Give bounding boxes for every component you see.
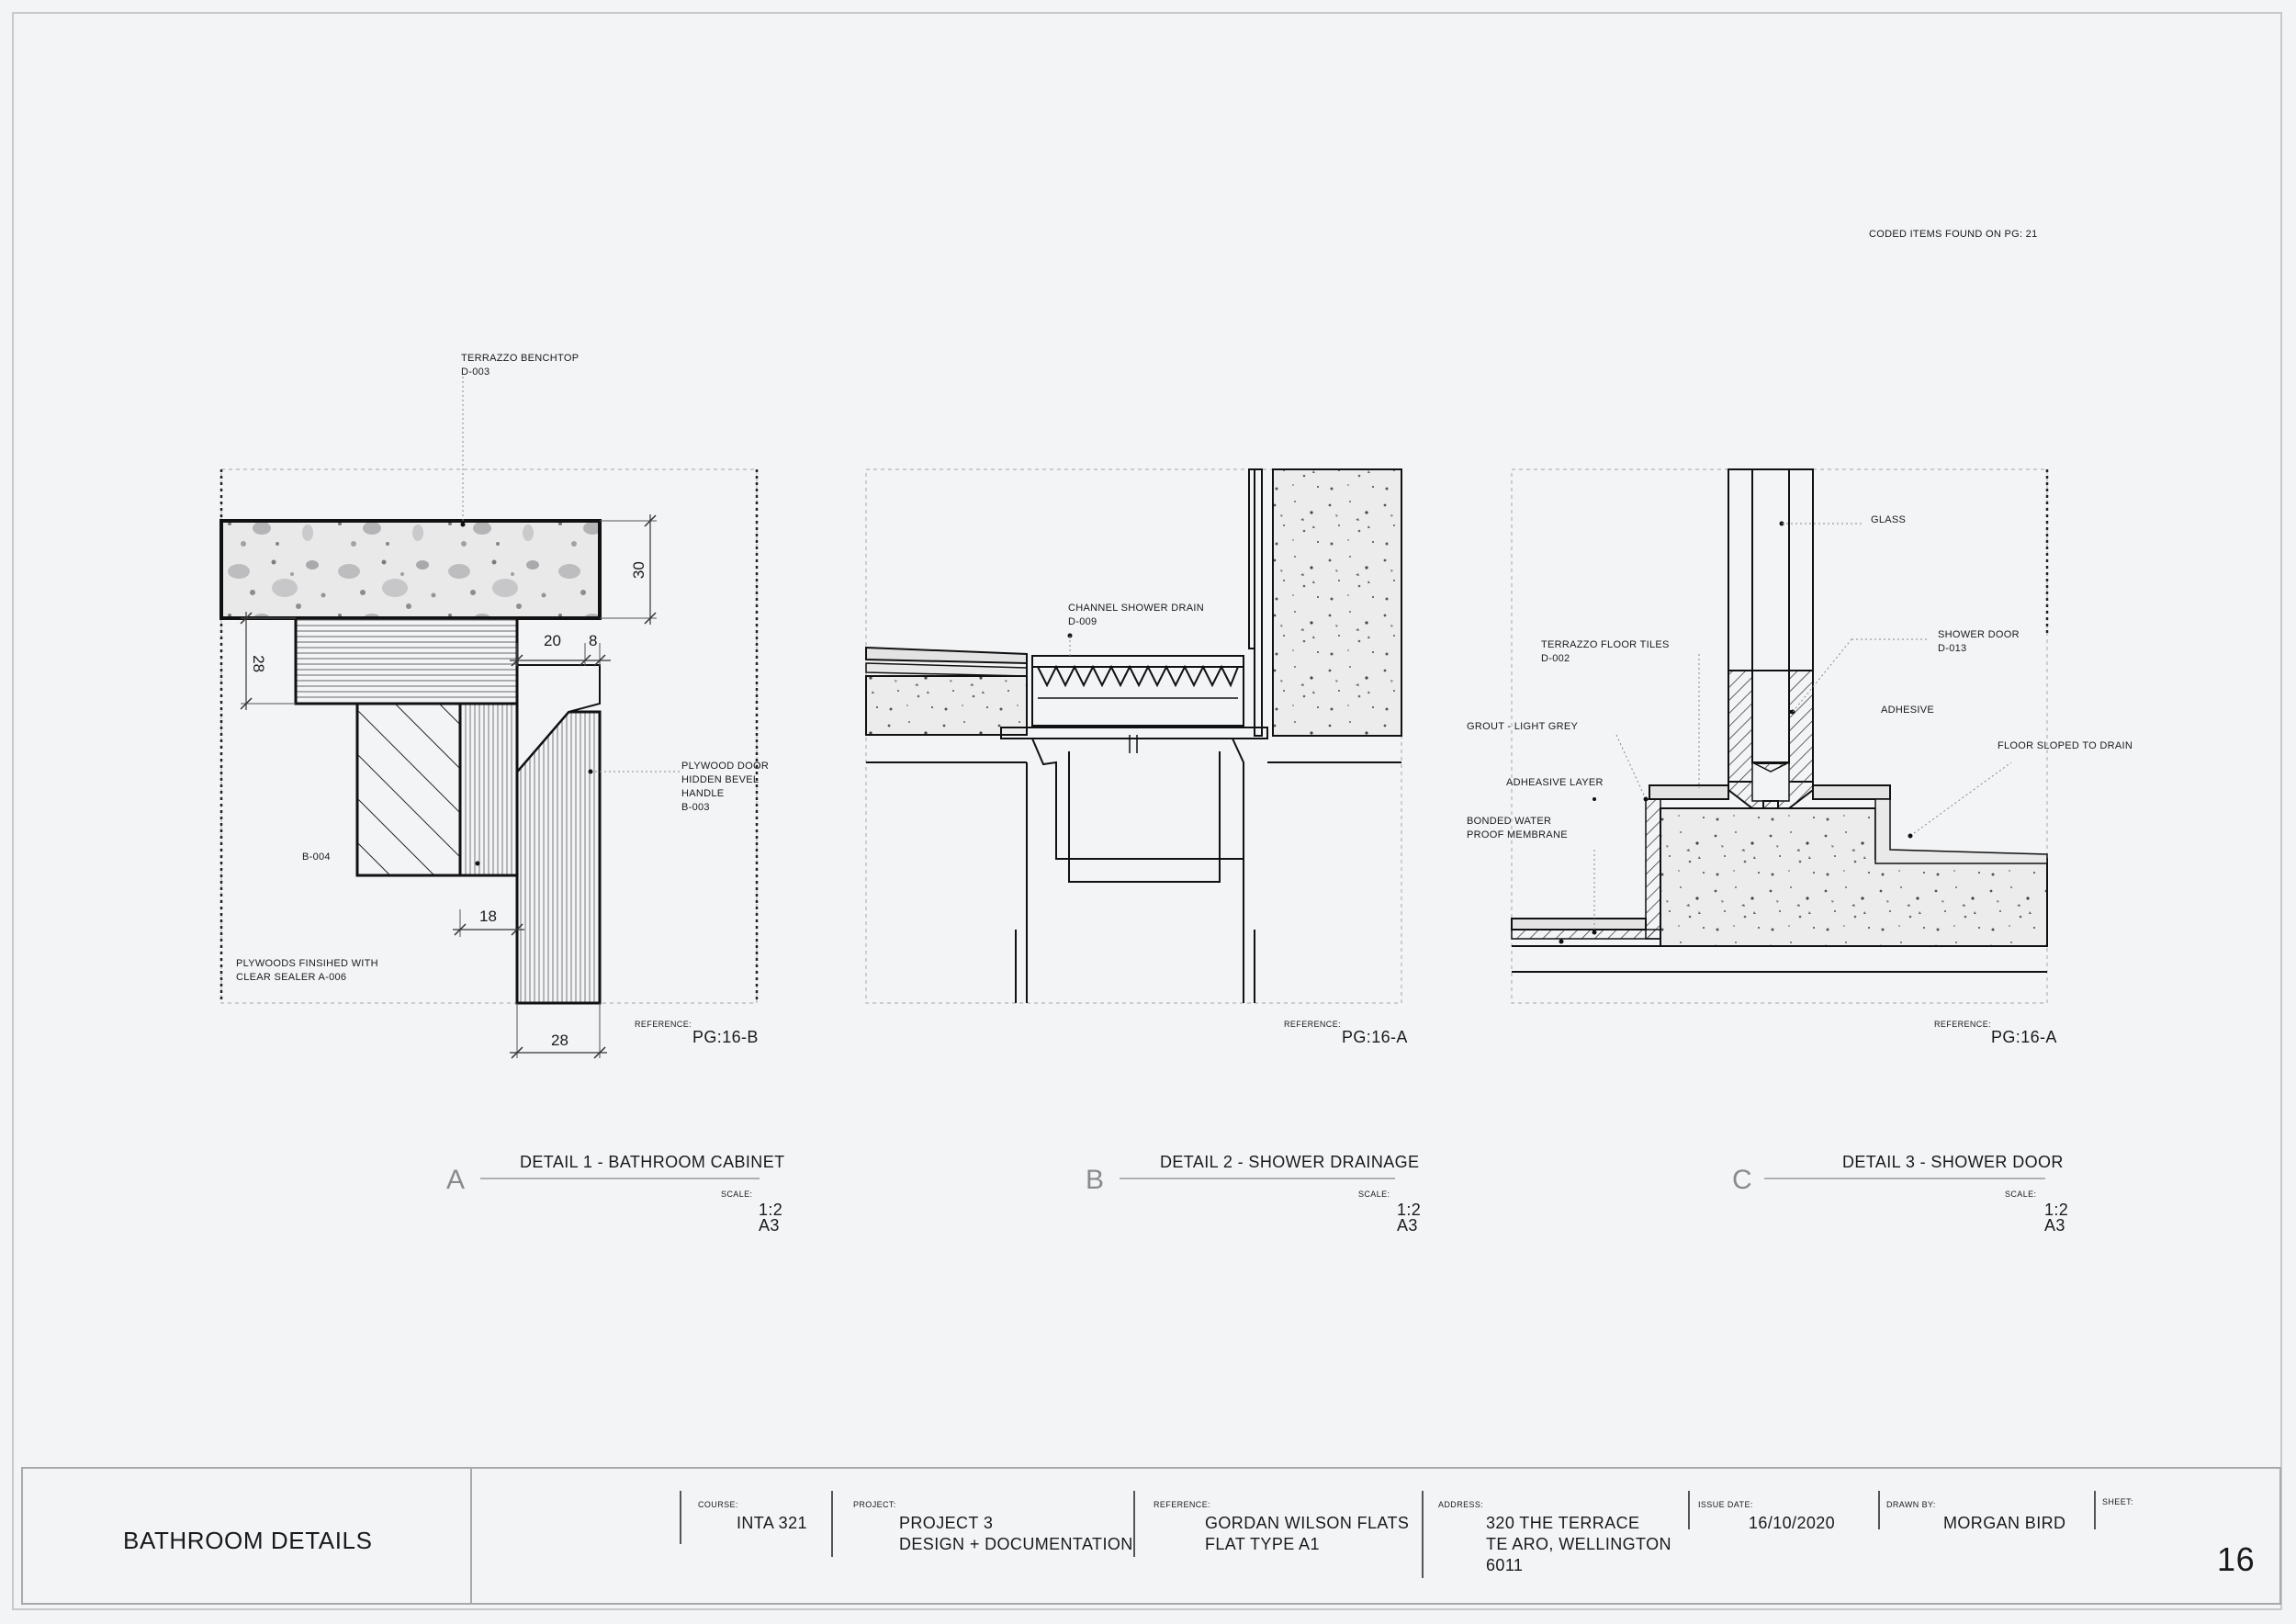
address-line-2: TE ARO, WELLINGTON — [1486, 1535, 1671, 1553]
label-terrazzo-floor-tiles: TERRAZZO FLOOR TILES — [1541, 639, 1670, 650]
title-block — [21, 1467, 2281, 1605]
label-proof-membrane: PROOF MEMBRANE — [1467, 829, 1568, 840]
detail-1-paper-size: A3 — [759, 1216, 780, 1235]
label-terrazzo-floor-tiles-code: D-002 — [1541, 653, 1570, 664]
plywood-b004 — [458, 702, 519, 877]
label-shower-door-code: D-013 — [1938, 643, 1967, 654]
title-block-divider — [470, 1467, 472, 1605]
reference-line-2: FLAT TYPE A1 — [1205, 1535, 1320, 1553]
tb-tick-sheet — [2094, 1491, 2096, 1529]
detail-3-reference-value: PG:16-A — [1991, 1028, 2057, 1046]
detail-1-reference-label: REFERENCE: — [635, 1020, 692, 1029]
detail-3-reference-label: REFERENCE: — [1934, 1020, 1992, 1029]
channel-drain — [1031, 655, 1244, 727]
terrazzo-tile-right — [1812, 784, 1891, 800]
detail-1-letter: A — [446, 1165, 466, 1195]
label-bonded-water: BONDED WATER — [1467, 816, 1552, 827]
sheet-border — [12, 12, 2282, 1610]
issue-date-label: ISSUE DATE: — [1698, 1500, 1753, 1509]
detail-2-drawing — [865, 468, 1402, 1004]
label-handle: HANDLE — [681, 788, 725, 799]
dim-8: 8 — [589, 632, 598, 649]
detail-2-paper-size: A3 — [1397, 1216, 1418, 1235]
detail-2-reference-value: PG:16-A — [1342, 1028, 1408, 1046]
detail-2-scale-label: SCALE: — [1358, 1190, 1390, 1199]
sheet-label: SHEET: — [2102, 1497, 2133, 1506]
hatched-block — [355, 702, 462, 877]
project-label: PROJECT: — [853, 1500, 896, 1509]
label-adhesive: ADHESIVE — [1881, 705, 1935, 716]
tb-tick-issue — [1688, 1491, 1690, 1529]
label-clear-sealer: CLEAR SEALER A-006 — [236, 972, 347, 983]
label-floor-sloped: FLOOR SLOPED TO DRAIN — [1998, 740, 2133, 751]
detail-1-frame — [220, 468, 758, 1004]
concrete-wall — [1272, 468, 1402, 737]
course-label: COURSE: — [698, 1500, 738, 1509]
label-plywood-door: PLYWOOD DOOR — [681, 761, 770, 772]
issue-date-value: 16/10/2020 — [1749, 1514, 1836, 1532]
tb-tick-address — [1422, 1491, 1424, 1578]
floor-screed — [865, 675, 1028, 736]
detail-3-scale-label: SCALE: — [2005, 1190, 2037, 1199]
label-terrazzo-benchtop-code: D-003 — [461, 367, 490, 378]
project-line-2: DESIGN + DOCUMENTATION — [899, 1535, 1133, 1553]
reference-label: REFERENCE: — [1154, 1500, 1211, 1509]
detail-1-drawing — [219, 377, 759, 1059]
detail-3-letter: C — [1732, 1165, 1752, 1195]
dim-18: 18 — [479, 908, 497, 925]
label-b004: B-004 — [302, 851, 331, 863]
label-plywood-door-code: B-003 — [681, 802, 710, 813]
tb-tick-drawn — [1878, 1491, 1880, 1529]
course-value: INTA 321 — [737, 1514, 807, 1532]
label-channel-shower-drain-code: D-009 — [1068, 616, 1097, 627]
detail-2-scale-value: 1:2 — [1397, 1201, 1422, 1219]
drawn-by-label: DRAWN BY: — [1886, 1500, 1936, 1509]
detail-1-scale-label: SCALE: — [721, 1190, 753, 1199]
drain-grate — [1037, 664, 1239, 688]
coded-items-note: CODED ITEMS FOUND ON PG: 21 — [1869, 229, 2038, 240]
terrazzo-benchtop — [219, 519, 602, 620]
dim-20: 20 — [544, 632, 561, 649]
label-plywoods-finished: PLYWOODS FINSIHED WITH — [236, 958, 378, 969]
terrazzo-tile-left — [1649, 784, 1729, 800]
detail-3-drawing — [1511, 468, 2049, 1004]
label-glass: GLASS — [1871, 514, 1907, 525]
detail-2-title: DETAIL 2 - SHOWER DRAINAGE — [1160, 1153, 1420, 1171]
sheet-title: BATHROOM DETAILS — [123, 1527, 373, 1554]
detail-3-title: DETAIL 3 - SHOWER DOOR — [1842, 1153, 2064, 1171]
dim-30: 30 — [629, 561, 647, 580]
label-grout: GROUT - LIGHT GREY — [1467, 721, 1579, 732]
detail-2-letter: B — [1086, 1165, 1105, 1195]
address-line-3: 6011 — [1486, 1556, 1524, 1574]
label-adhesive-layer: ADHEASIVE LAYER — [1506, 777, 1604, 788]
detail-1-scale-value: 1:2 — [759, 1201, 783, 1219]
reference-line-1: GORDAN WILSON FLATS — [1205, 1514, 1410, 1532]
label-hidden-bevel: HIDDEN BEVEL — [681, 774, 760, 785]
dim-28-left: 28 — [250, 655, 268, 673]
address-label: ADDRESS: — [1438, 1500, 1484, 1509]
plywood-rail — [294, 616, 519, 705]
detail-1-reference-value: PG:16-B — [692, 1028, 759, 1046]
address-line-1: 320 THE TERRACE — [1486, 1514, 1640, 1532]
label-terrazzo-benchtop: TERRAZZO BENCHTOP — [461, 353, 580, 364]
detail-3-paper-size: A3 — [2044, 1216, 2065, 1235]
tb-tick-reference — [1133, 1491, 1135, 1557]
label-shower-door: SHOWER DOOR — [1938, 629, 2020, 640]
concrete-base — [1660, 807, 2048, 947]
detail-1-title: DETAIL 1 - BATHROOM CABINET — [520, 1153, 785, 1171]
tb-tick-course — [680, 1491, 681, 1544]
project-line-1: PROJECT 3 — [899, 1514, 994, 1532]
tb-tick-project — [831, 1491, 833, 1557]
detail-3-scale-value: 1:2 — [2044, 1201, 2069, 1219]
drawn-by-value: MORGAN BIRD — [1943, 1514, 2066, 1532]
label-channel-shower-drain: CHANNEL SHOWER DRAIN — [1068, 603, 1204, 614]
detail-2-reference-label: REFERENCE: — [1284, 1020, 1342, 1029]
dim-28-bottom: 28 — [551, 1032, 568, 1049]
sheet-number: 16 — [2217, 1540, 2256, 1578]
